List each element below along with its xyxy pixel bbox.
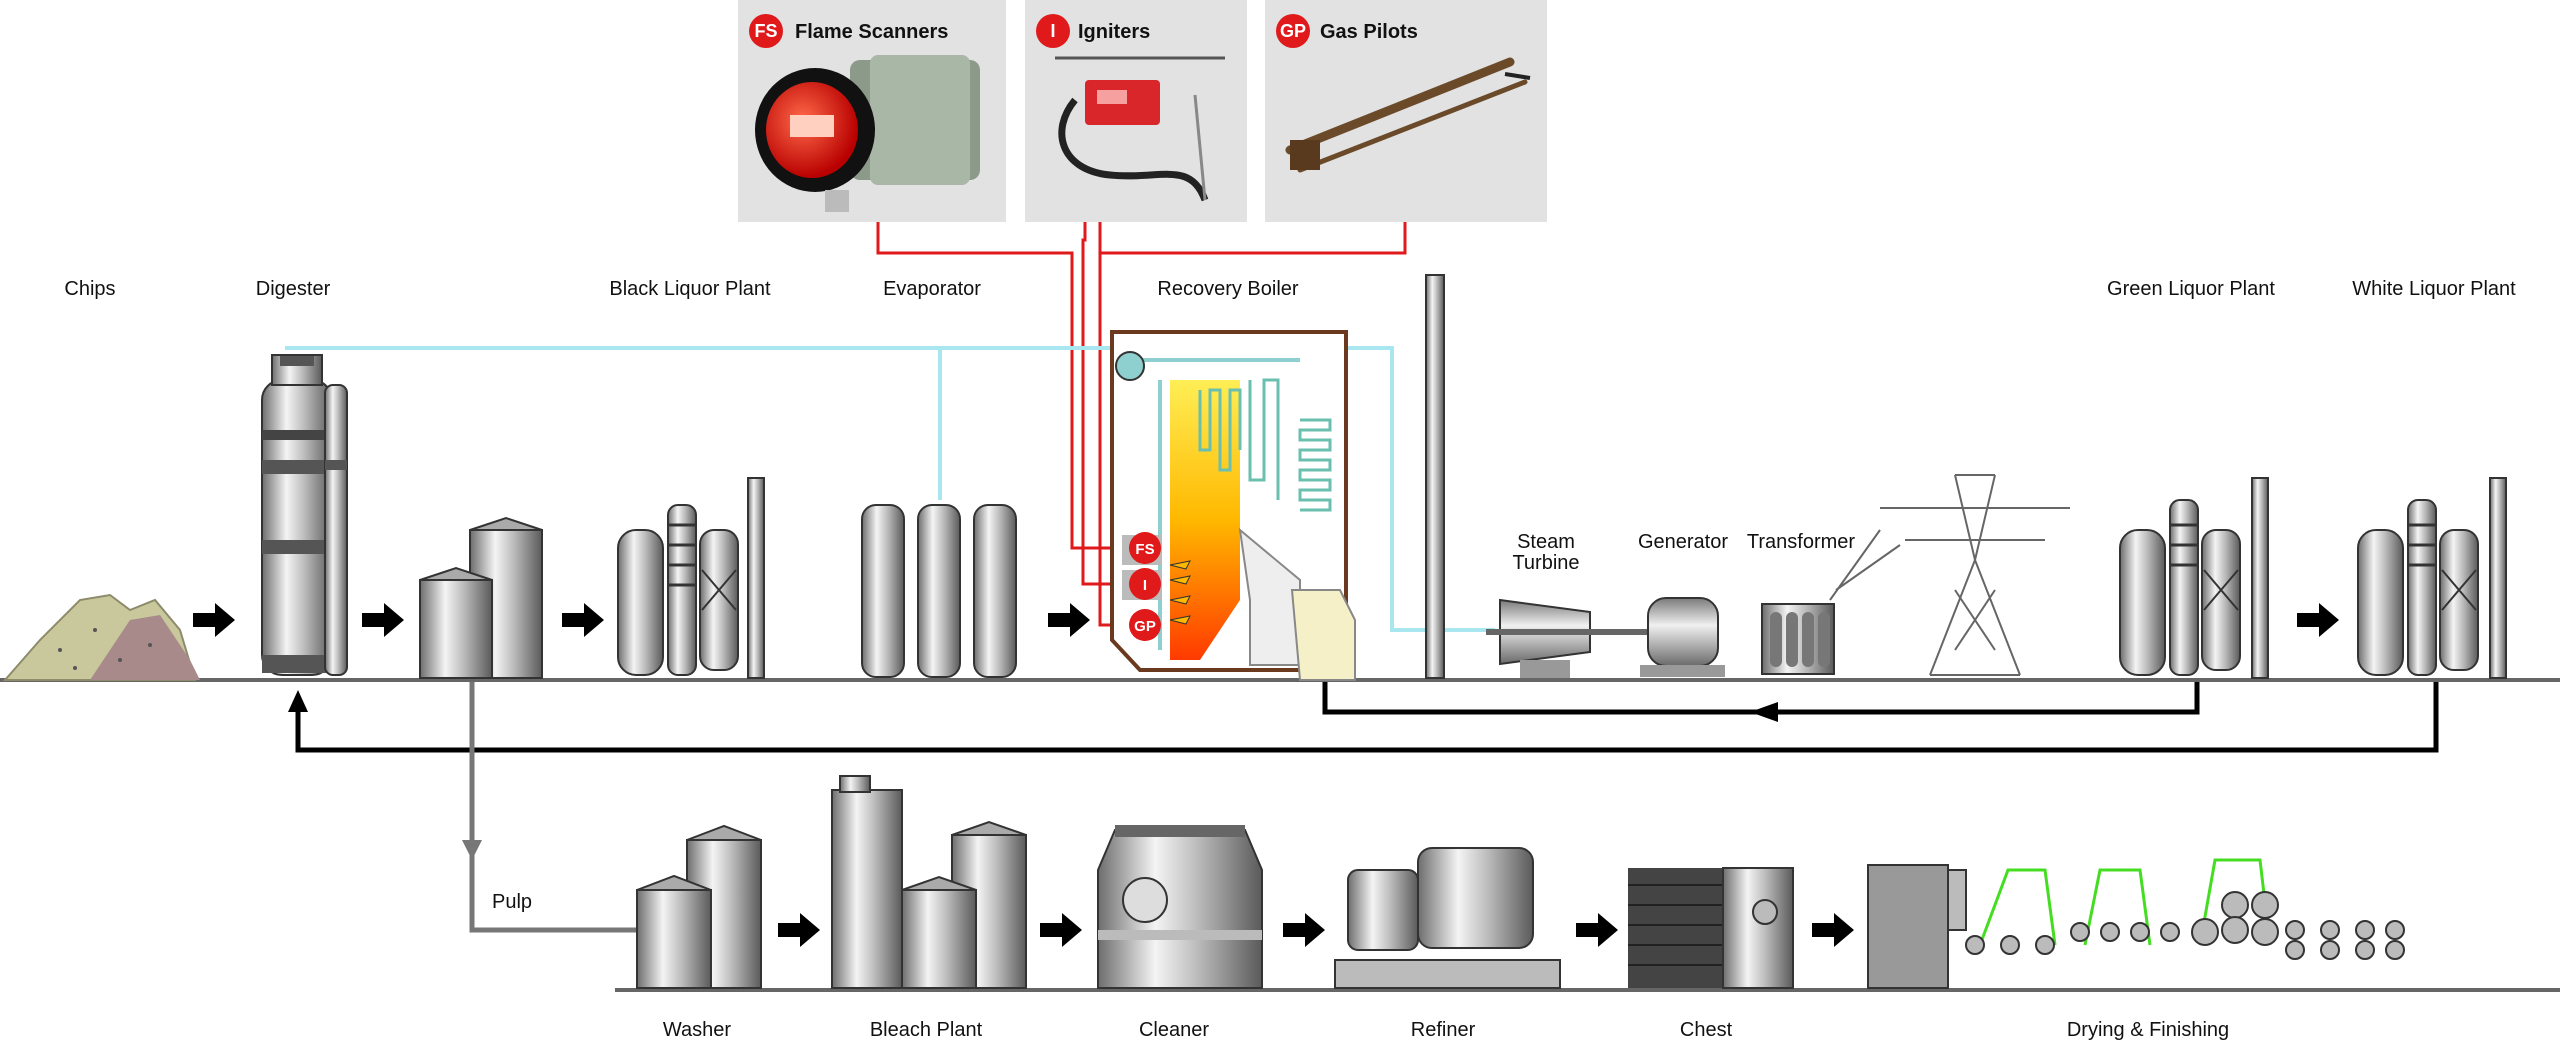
label-recovery-boiler: Recovery Boiler [1157,278,1299,300]
bleach-plant-equipment [831,775,1027,989]
igniter-image [1055,56,1225,202]
badge-i-icon [1036,14,1070,48]
label-cleaner: Cleaner [1139,1019,1209,1041]
card-gas-pilots: GP Gas Pilots [1265,0,1547,222]
washer-equipment [636,824,762,989]
wood-chips-pile [2,593,200,681]
recovery-boiler: FS I GP [1110,330,1356,681]
boiler-badge-fs: FS [1135,541,1154,558]
evaporator-tanks [861,504,1017,678]
cleaner-equipment [1097,825,1263,989]
return-arrow-right [1750,702,1778,722]
storage-silos [419,516,543,679]
card-flame-scanners: FS Flame Scanners [738,0,1006,222]
badge-fs-icon [749,14,783,48]
steam-turbine [1486,598,1650,678]
card-title-gas-pilots: Gas Pilots [1320,21,1418,43]
label-refiner: Refiner [1411,1019,1476,1041]
boiler-badge-i-icon [1129,568,1161,600]
black-liquor-plant-equipment [617,477,765,679]
label-green-liquor-plant: Green Liquor Plant [2107,278,2275,300]
return-loops [295,682,2439,753]
flame-scanner-image [755,55,980,212]
boiler-badge-fs-icon [1129,532,1161,564]
label-black-liquor-plant: Black Liquor Plant [609,278,771,300]
boiler-badge-i: I [1143,577,1147,594]
refiner-equipment [1334,847,1561,989]
boiler-badge-gp-icon [1129,609,1161,641]
label-drying-finishing: Drying & Finishing [2067,1019,2229,1041]
card-badge-gp: GP [1280,21,1306,41]
pulp-arrow-down [462,840,482,860]
label-transformer: Transformer [1747,531,1856,553]
label-evaporator: Evaporator [883,278,981,300]
process-arrows-upper [193,603,2339,637]
white-liquor-plant-equipment [2357,477,2507,679]
gas-pilot-image [1285,57,1531,173]
power-pylon [1829,474,2070,676]
label-bleach-plant: Bleach Plant [870,1019,983,1041]
boiler-badge-gp: GP [1134,618,1156,635]
digester [261,354,348,676]
card-badge-fs: FS [754,21,777,41]
label-generator: Generator [1638,531,1728,553]
label-digester: Digester [256,278,331,300]
card-title-igniters: Igniters [1078,21,1150,43]
card-igniters: I Igniters [1025,0,1247,222]
generator [1640,597,1725,677]
label-white-liquor-plant: White Liquor Plant [2352,278,2516,300]
badge-gp-icon [1276,14,1310,48]
card-badge-i: I [1050,21,1055,41]
card-title-flame-scanners: Flame Scanners [795,21,948,43]
drying-finishing-equipment [1867,858,2405,989]
label-chest: Chest [1680,1019,1733,1041]
chest-equipment [1628,867,1794,989]
label-chips: Chips [64,278,115,300]
chimney-stack [1425,274,1445,679]
label-pulp: Pulp [492,891,532,913]
label-steam-turbine-line1: Steam [1517,531,1575,553]
return-arrow-up [288,690,308,712]
process-arrows-lower [778,913,1854,947]
label-washer: Washer [663,1019,732,1041]
pulp-line [469,682,645,933]
label-steam-turbine-line2: Turbine [1512,552,1579,574]
transformer [1761,603,1835,675]
green-liquor-plant-equipment [2119,477,2269,679]
